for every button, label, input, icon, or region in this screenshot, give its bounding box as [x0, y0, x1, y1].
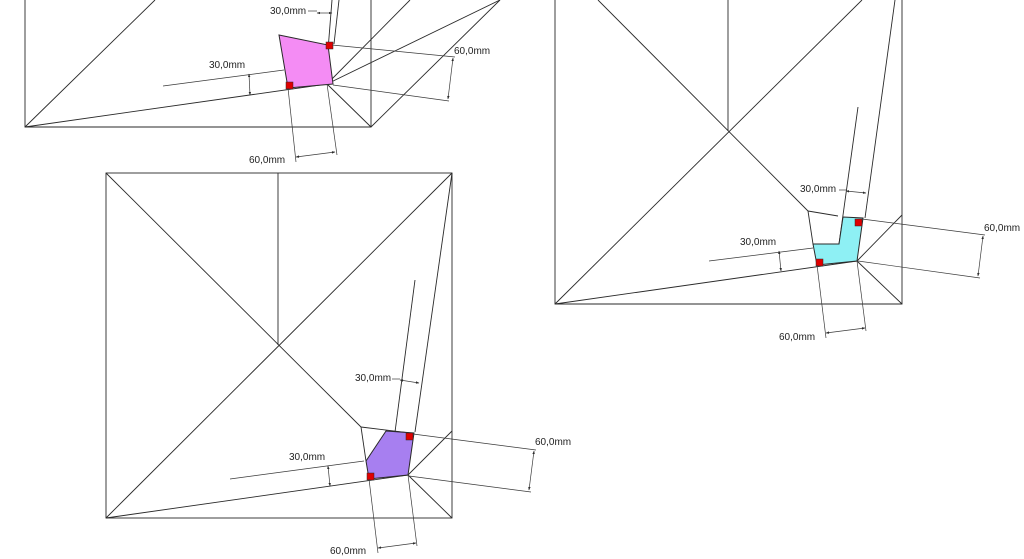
right-angle-marker — [366, 472, 375, 481]
extension-line — [331, 44, 456, 58]
diagonal-line — [24, 83, 328, 128]
diagonal-line — [407, 430, 453, 476]
corner-piece-purple — [365, 430, 415, 480]
dimension-line — [528, 450, 535, 491]
leg-line — [327, 0, 333, 51]
diagonal-line — [554, 260, 858, 305]
diagonal-line — [407, 474, 453, 519]
right-angle-marker — [815, 258, 824, 267]
diagonal-line — [24, 0, 156, 128]
diagonal-line — [370, 0, 501, 128]
dimension-line — [327, 465, 331, 487]
dim-label-bottom-depth: 60,0mm — [249, 155, 285, 166]
extension-line — [856, 260, 867, 332]
leg-line — [864, 0, 896, 219]
dim-label-bottom-depth: 60,0mm — [330, 546, 366, 557]
corner-piece-magenta — [278, 34, 334, 89]
construction-line — [807, 210, 839, 245]
extension-line — [861, 218, 986, 236]
extension-line — [816, 264, 827, 339]
right-angle-marker — [285, 81, 294, 90]
dim-label-right-depth: 60,0mm — [454, 46, 490, 57]
extension-line — [287, 87, 297, 163]
diagonal-line — [326, 0, 501, 85]
diagonal-line — [856, 260, 903, 305]
diagonal-line — [326, 0, 411, 85]
extension-line — [229, 460, 365, 480]
diagonal-line — [554, 0, 863, 305]
diagonal-line — [597, 0, 809, 212]
dimension-line — [247, 73, 252, 96]
view-top-left: 30,0mm 30,0mm 60,0mm 60,0mm — [24, 0, 501, 166]
dimension-line — [845, 190, 867, 194]
dim-label-leg-offset: 30,0mm — [800, 184, 836, 195]
frame-outline — [105, 172, 453, 519]
view-right: 30,0mm 30,0mm 60,0mm 60,0mm — [554, 0, 1020, 343]
dimension-line — [399, 379, 420, 384]
right-angle-marker — [325, 41, 334, 50]
dim-label-side-offset: 30,0mm — [209, 60, 245, 71]
extension-line — [408, 475, 532, 493]
dimension-line — [977, 235, 984, 277]
diagonal-line — [105, 172, 453, 519]
view-bottom: 30,0mm 30,0mm 60,0mm 60,0mm — [105, 172, 571, 557]
dimension-line — [447, 57, 454, 100]
extension-line — [412, 433, 537, 451]
dimension-line — [295, 151, 336, 158]
dim-label-side-offset: 30,0mm — [740, 237, 776, 248]
dim-label-right-depth: 60,0mm — [984, 223, 1020, 234]
dim-label-side-offset: 30,0mm — [289, 452, 325, 463]
right-angle-marker — [405, 432, 414, 441]
leg-line — [394, 279, 416, 433]
frame-outline — [554, 0, 903, 305]
dimension-line — [825, 327, 866, 334]
dim-label-leg-offset: 30,0mm — [270, 6, 306, 17]
dim-label-leg-offset: 30,0mm — [355, 373, 391, 384]
dimension-line — [377, 542, 417, 549]
frame-outline — [24, 0, 372, 128]
dimension-line — [778, 250, 782, 272]
extension-line — [708, 247, 814, 262]
diagonal-line — [326, 83, 372, 128]
diagonal-line — [856, 214, 903, 262]
extension-line — [326, 83, 338, 156]
construction-line — [807, 210, 839, 217]
dim-label-right-depth: 60,0mm — [535, 437, 571, 448]
extension-line — [368, 478, 379, 554]
construction-line — [360, 426, 367, 462]
right-angle-marker — [854, 218, 863, 227]
leg-line — [414, 172, 453, 433]
extension-line — [857, 260, 981, 279]
extension-line — [407, 474, 418, 547]
extension-line — [332, 84, 450, 102]
dim-label-bottom-depth: 60,0mm — [779, 332, 815, 343]
diagonal-line — [105, 474, 409, 519]
leg-line — [333, 0, 340, 45]
extension-line — [162, 69, 285, 87]
diagonal-line — [105, 172, 362, 428]
